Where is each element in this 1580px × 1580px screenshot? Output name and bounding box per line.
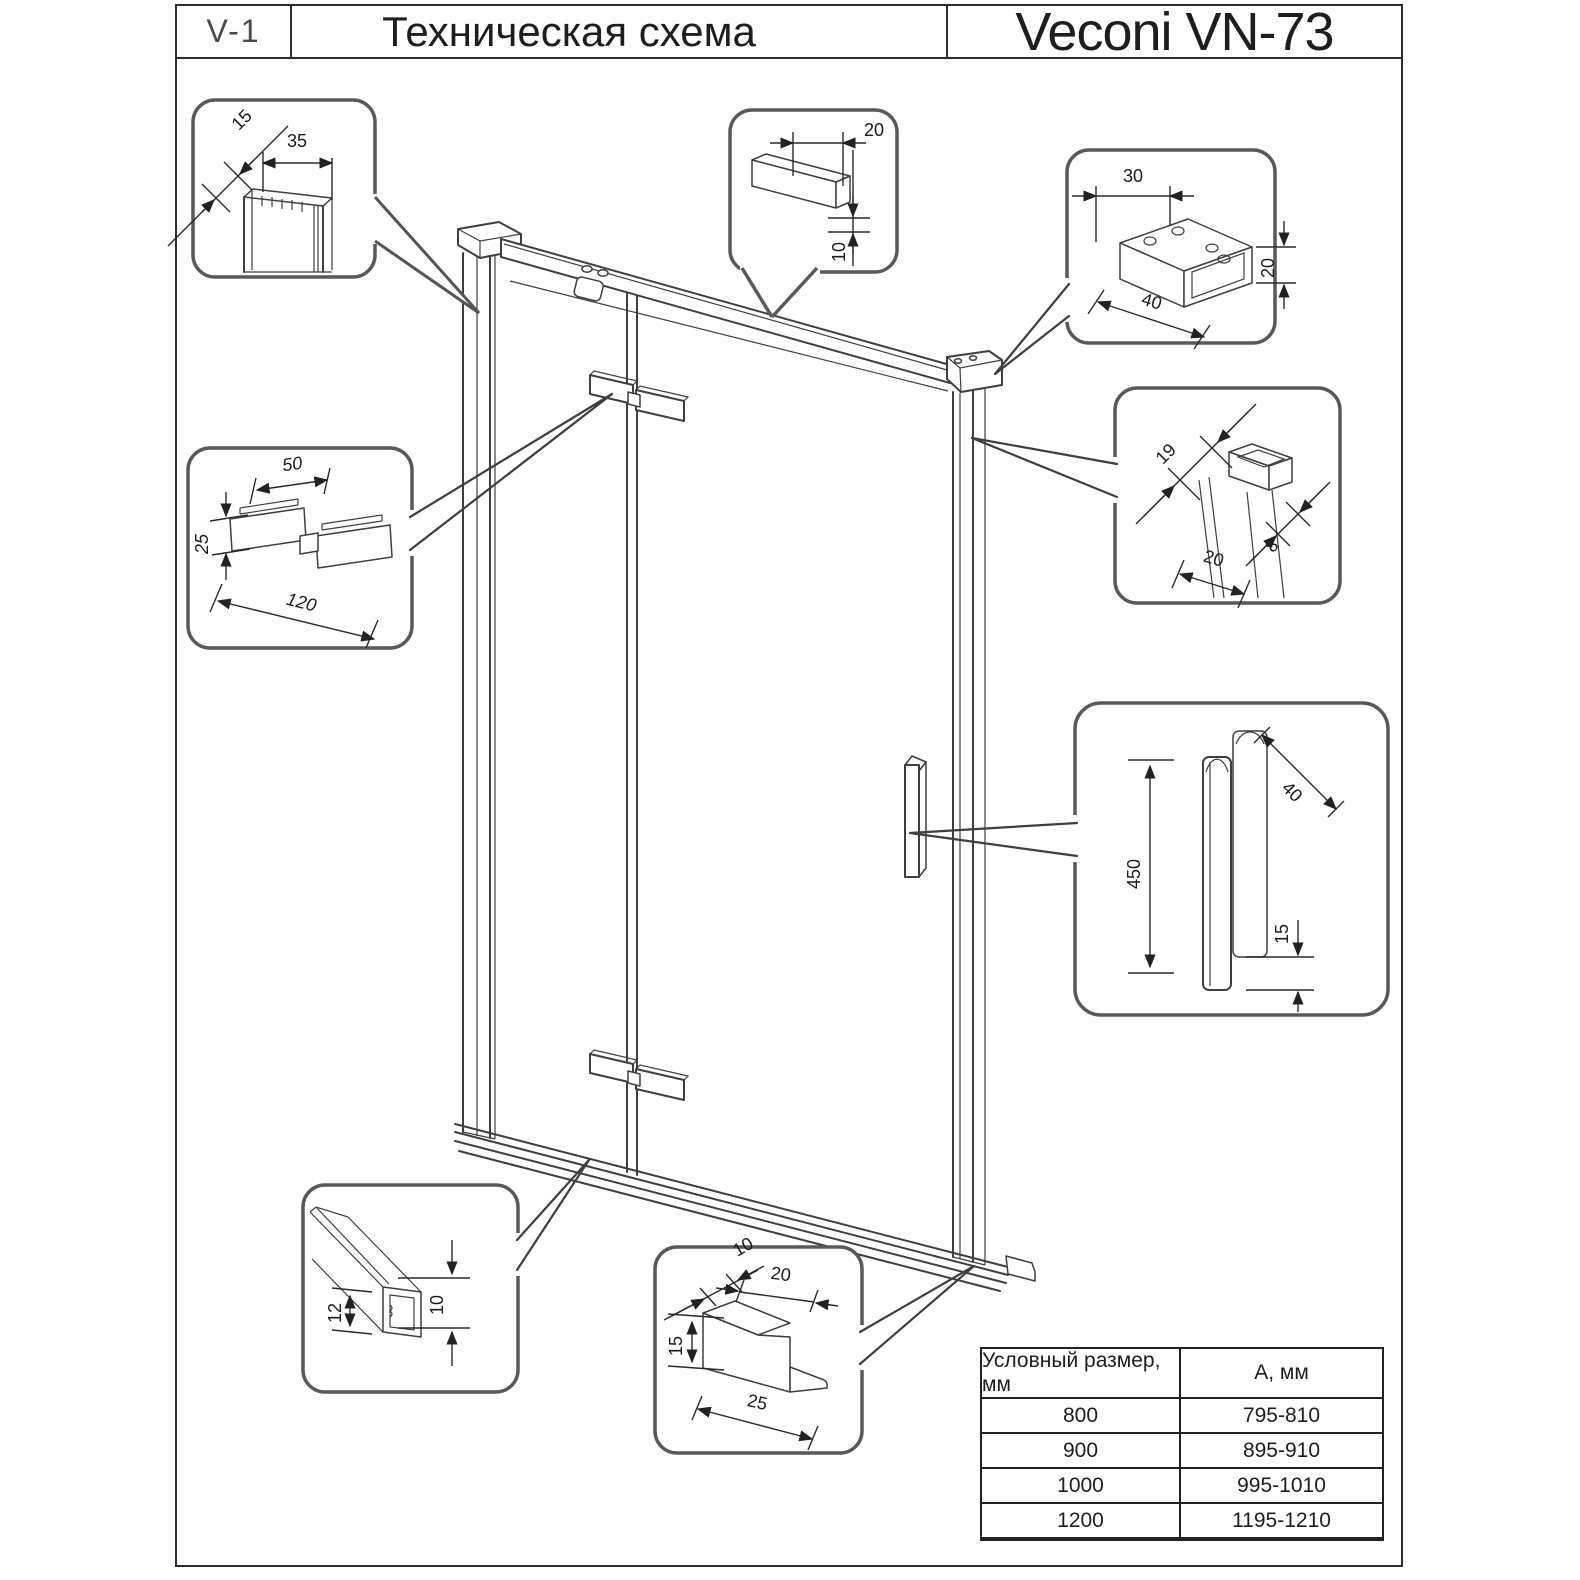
cell-a: 995-1010 xyxy=(1237,1473,1326,1497)
dim-20: 20 xyxy=(864,120,884,140)
dim-15: 15 xyxy=(1272,924,1292,944)
table-row: 1000 995-1010 xyxy=(982,1467,1382,1502)
lower-hinge xyxy=(589,1049,690,1101)
bottom-threshold xyxy=(454,1123,1036,1292)
dim-10: 10 xyxy=(427,1295,447,1315)
col-header-a-mm: А, мм xyxy=(1254,1361,1309,1384)
table-row: 900 895-910 xyxy=(982,1432,1382,1467)
right-door-profile xyxy=(952,389,986,1266)
cell-a: 795-810 xyxy=(1242,1403,1321,1427)
callout-floor-profile: 12 10 xyxy=(309,1206,470,1366)
callout-leaders xyxy=(373,195,1119,1366)
dim-25: 25 xyxy=(745,1390,769,1414)
doc-code: V-1 xyxy=(177,6,292,57)
table-row: 800 795-810 xyxy=(982,1397,1382,1432)
dim-15: 15 xyxy=(666,1336,686,1356)
cell-size: 1200 xyxy=(982,1504,1181,1537)
callout-seal-profile: 19 20 8 xyxy=(1135,403,1331,609)
title-block: V-1 Техническая схема Veconi VN-73 xyxy=(175,1,1403,62)
size-table-header-row: Условный размер, мм А, мм xyxy=(982,1349,1382,1397)
top-right-connector xyxy=(946,350,1003,393)
dim-10: 10 xyxy=(829,242,849,262)
callout-handle: 450 40 15 xyxy=(1124,726,1345,1012)
dim-50: 50 xyxy=(281,453,304,476)
cell-a: 1195-1210 xyxy=(1232,1508,1331,1532)
cell-a: 895-910 xyxy=(1242,1438,1321,1462)
door-assembly xyxy=(454,221,1036,1292)
callout-wall-bracket: 30 20 40 xyxy=(1072,166,1296,350)
cell-size: 1000 xyxy=(982,1469,1181,1502)
page-title: Техническая схема xyxy=(292,6,948,57)
cell-size: 900 xyxy=(982,1434,1181,1467)
dim-20: 20 xyxy=(1258,258,1278,278)
upper-hinge xyxy=(589,370,690,422)
table-row: 1200 1195-1210 xyxy=(982,1502,1382,1537)
dim-25: 25 xyxy=(192,533,212,555)
left-wall-profile xyxy=(457,221,522,1140)
callout-hinge: 50 25 120 xyxy=(192,453,393,649)
dim-450: 450 xyxy=(1124,859,1144,889)
cell-size: 800 xyxy=(982,1399,1181,1432)
dim-20: 20 xyxy=(770,1263,793,1286)
callout-top-bar: 20 10 xyxy=(751,120,884,266)
product-name: Veconi VN-73 xyxy=(1015,1,1334,62)
dim-30: 30 xyxy=(1123,166,1143,186)
dim-35: 35 xyxy=(287,131,307,151)
corner-bracket-part xyxy=(1005,1255,1036,1282)
dim-12: 12 xyxy=(325,1303,345,1323)
col-header-nominal-size: Условный размер, мм xyxy=(982,1349,1181,1397)
door-handle xyxy=(904,755,927,878)
size-table: Условный размер, мм А, мм 800 795-810 90… xyxy=(980,1347,1384,1541)
